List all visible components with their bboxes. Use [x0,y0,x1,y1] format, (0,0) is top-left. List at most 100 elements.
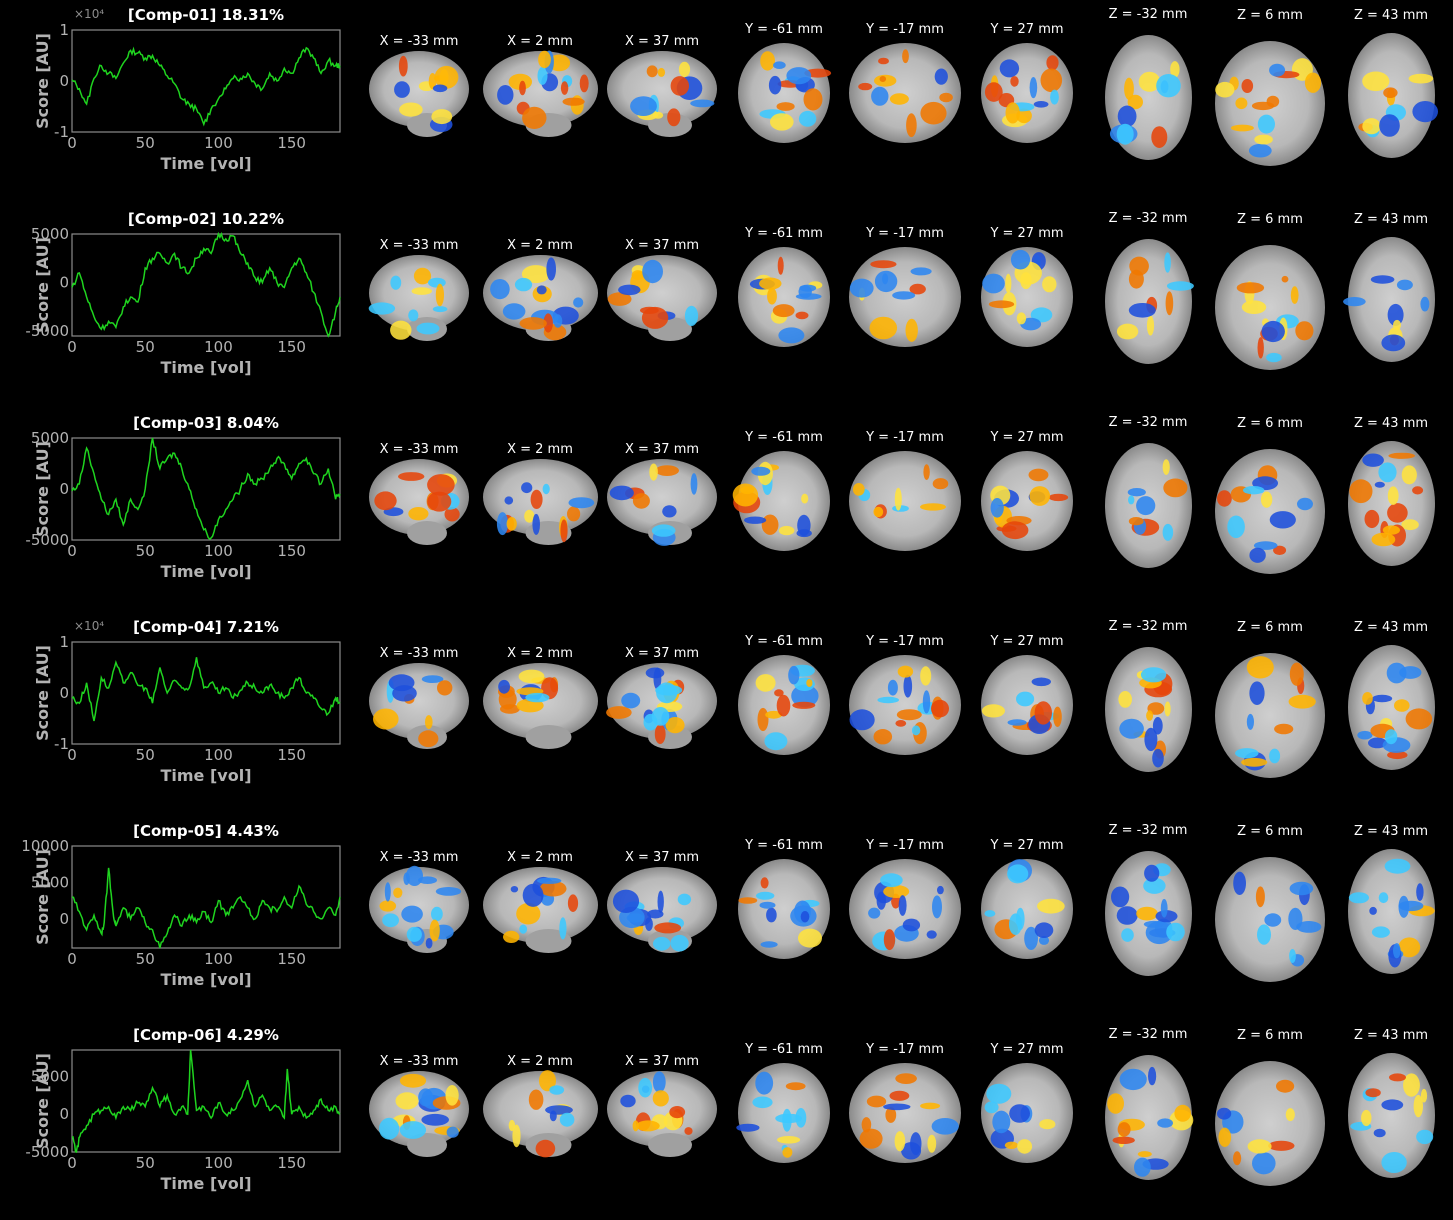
negative-activation-blob [1253,540,1278,550]
negative-activation-blob [537,66,547,85]
positive-activation-blob [765,710,783,719]
negative-activation-blob [651,524,676,537]
slice-label: Z = 6 mm [1237,416,1303,431]
component-title: [Comp-05] 4.43% [133,822,279,840]
positive-activation-blob [530,489,543,509]
slice-label: Z = 6 mm [1237,8,1303,23]
negative-activation-blob [432,306,448,313]
negative-activation-blob [690,99,715,108]
positive-activation-blob [429,919,440,942]
positive-activation-blob [1386,502,1408,523]
positive-activation-blob [1401,464,1417,484]
slice-label: Z = 43 mm [1353,1028,1429,1043]
positive-activation-blob [905,318,918,342]
positive-activation-blob [398,55,408,77]
positive-activation-blob [760,51,775,71]
positive-activation-blob [1046,55,1059,71]
negative-activation-blob [755,1071,774,1095]
positive-activation-blob [772,304,795,318]
plot-area [71,641,341,745]
coronal-brain-slice [738,655,830,755]
negative-activation-blob [795,1108,807,1128]
negative-activation-blob [496,512,508,536]
negative-activation-blob [1147,1066,1156,1085]
positive-activation-blob [425,715,433,730]
x-tick-label: 150 [277,338,306,356]
coronal-brain-slice [849,451,961,551]
negative-activation-blob [1009,1104,1030,1123]
positive-activation-blob [1233,1150,1242,1165]
slice-label: Y = -17 mm [866,1042,944,1057]
positive-activation-blob [757,707,769,732]
sagittal-brain-slice [368,255,469,341]
slice-label: X = -33 mm [379,34,459,49]
negative-activation-blob [401,905,423,923]
negative-activation-blob [497,679,510,694]
positive-activation-blob [795,311,809,320]
x-tick-label: 0 [67,1154,77,1172]
positive-activation-blob [632,493,650,509]
positive-activation-blob [1255,885,1265,907]
negative-activation-blob [898,895,907,916]
negative-activation-blob [931,1118,959,1135]
positive-activation-blob [1116,323,1138,339]
positive-activation-blob [1218,1127,1232,1147]
positive-activation-blob [883,929,896,951]
negative-activation-blob [1128,302,1156,318]
negative-activation-blob [984,1101,999,1114]
negative-activation-blob [1370,274,1394,284]
positive-activation-blob [636,1120,660,1132]
negative-activation-blob [1038,935,1050,945]
axial-brain-slice [1347,848,1435,974]
positive-activation-blob [1117,690,1132,708]
positive-activation-blob [777,256,784,275]
negative-activation-blob [1261,320,1285,342]
negative-activation-blob [657,890,664,913]
negative-activation-blob [514,277,532,292]
positive-activation-blob [1016,312,1027,325]
positive-activation-blob [889,93,909,105]
positive-activation-blob [1235,97,1248,109]
negative-activation-blob [1116,123,1134,145]
negative-activation-blob [1415,882,1424,901]
y-tick-label: 1 [59,633,69,651]
positive-activation-blob [1246,655,1274,678]
negative-activation-blob [677,893,692,906]
positive-activation-blob [1361,71,1389,91]
negative-activation-blob [984,910,996,917]
slice-label: Z = 43 mm [1353,620,1429,635]
plot-area [71,437,341,541]
negative-activation-blob [760,941,778,948]
negative-activation-blob [1348,891,1369,903]
y-tick-label: 5000 [31,873,69,891]
positive-activation-blob [654,724,666,744]
positive-activation-blob [502,930,519,943]
positive-activation-blob [1123,77,1134,100]
negative-activation-blob [1266,352,1282,362]
slice-label: Y = -61 mm [745,22,823,37]
positive-activation-blob [776,102,795,111]
positive-activation-blob [655,465,679,476]
positive-activation-blob [909,283,926,295]
positive-activation-blob [1348,478,1372,503]
negative-activation-blob [880,873,903,888]
negative-activation-blob [406,926,422,942]
positive-activation-blob [649,463,658,481]
positive-activation-blob [920,1102,941,1110]
positive-activation-blob [1241,299,1267,314]
slice-label: Y = 27 mm [990,1042,1064,1057]
positive-activation-blob [1217,489,1232,507]
positive-activation-blob [761,514,779,535]
negative-activation-blob [684,305,699,326]
x-tick-label: 0 [67,338,77,356]
negative-activation-blob [871,86,889,106]
positive-activation-blob [878,57,889,65]
positive-activation-blob [444,507,460,522]
positive-activation-blob [547,54,570,72]
negative-activation-blob [435,887,462,896]
negative-activation-blob [934,68,948,85]
positive-activation-blob [684,1127,693,1135]
negative-activation-blob [421,675,444,683]
coronal-brain-slice [981,247,1073,347]
